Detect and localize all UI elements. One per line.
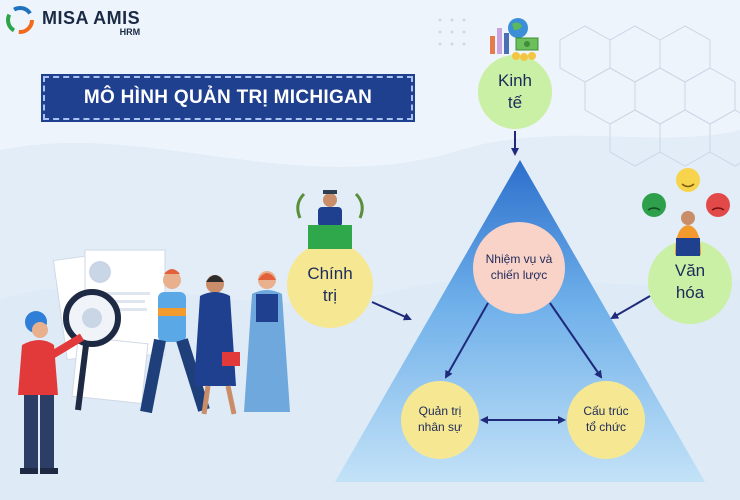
mission-label-line1: Nhiệm vụ và [485,252,553,267]
structure-label-line1: Cấu trúc [583,404,629,419]
hrm-label-line2: nhân sự [417,420,463,434]
economy-icon [490,18,539,61]
structure-circle [567,381,645,459]
politics-circle [287,242,373,328]
politician-icon [296,190,364,249]
brand-logo: MISA AMIS HRM [36,9,140,37]
culture-icon [642,168,730,256]
mission-label-line2: chiến lược [490,268,548,282]
economy-label-line1: Kinh [497,70,533,90]
economy-label-line2: tế [507,93,523,112]
woman-with-magnifier-figure [18,311,85,474]
culture-label-line2: hóa [675,283,705,302]
politics-label-line1: Chính [307,263,353,283]
culture-label-line1: Văn [674,260,706,280]
brand-product: HRM [119,27,141,37]
economy-circle [478,55,552,129]
arrow-mission-structure [549,302,603,379]
mission-label: Nhiệm vụ và chiến lược [474,248,564,288]
mission-circle [473,222,565,314]
politics-label: Chính trị [288,262,372,308]
arrows [371,131,651,424]
hrm-label-line1: Quản trị [418,404,462,419]
arrow-culture [610,295,651,320]
magnifier-icon [63,289,121,411]
arrow-politics [371,301,412,321]
structure-label-line2: tổ chức [585,420,627,434]
politics-label-line2: trị [322,286,338,305]
hrm-label: Quản trị nhân sự [403,400,477,440]
structure-label: Cấu trúc tổ chức [569,400,643,440]
misa-logo-icon [6,6,34,34]
culture-circle [648,240,732,324]
hex-lattice-decoration [559,25,740,167]
page-title: MÔ HÌNH QUẢN TRỊ MICHIGAN [41,74,415,122]
hrm-circle [401,381,479,459]
culture-label: Văn hóa [648,259,732,305]
employee-group-figure [140,269,290,415]
dot-grid-decoration [438,18,466,46]
arrow-mission-hrm [445,302,489,379]
brand-name: MISA AMIS [42,8,141,28]
economy-label: Kinh tế [478,70,552,114]
